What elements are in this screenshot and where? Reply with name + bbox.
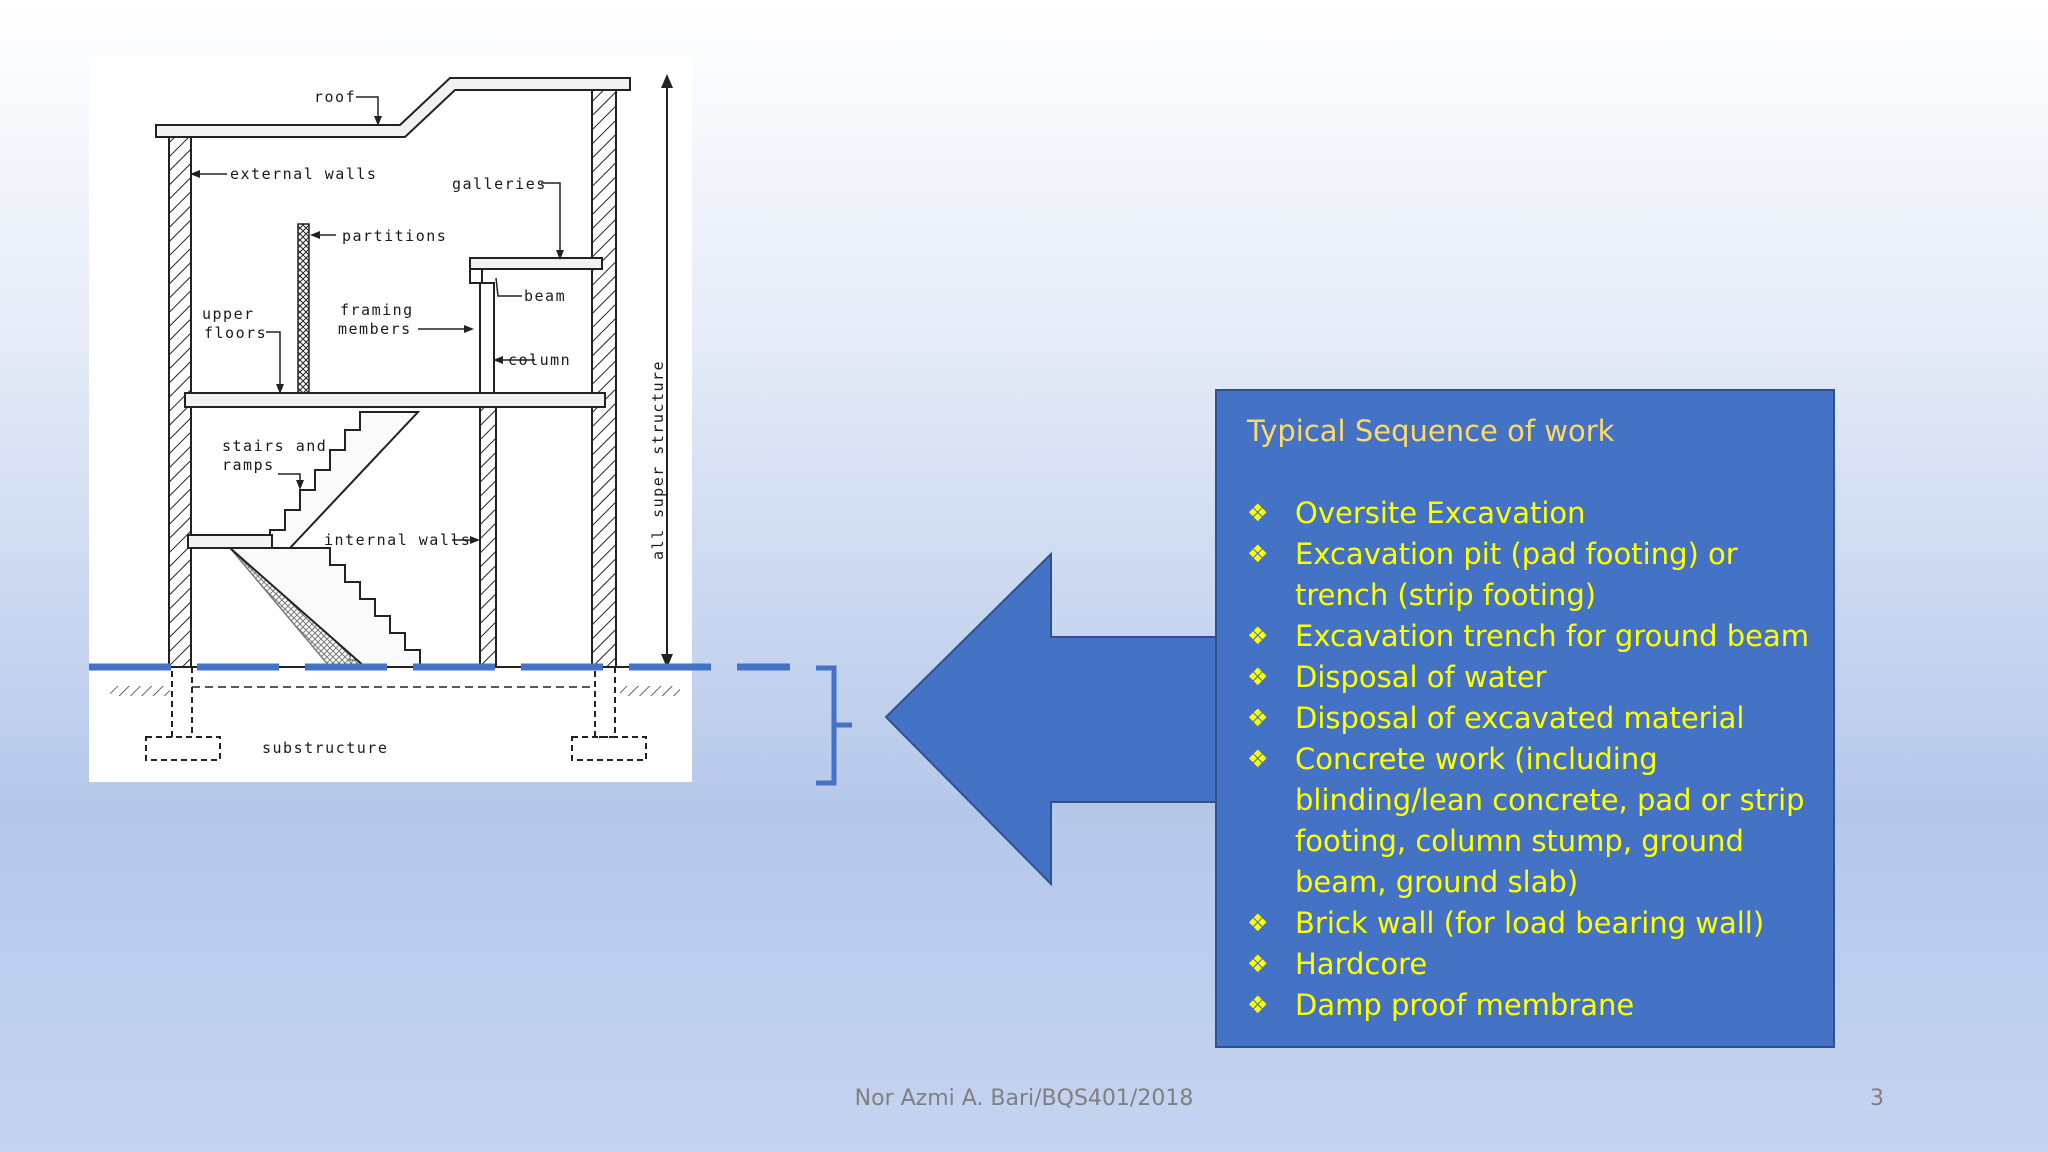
diamond-bullet-icon: ❖: [1247, 499, 1269, 527]
diamond-bullet-icon: ❖: [1247, 622, 1269, 650]
list-item: ❖ Disposal of water: [1247, 657, 1833, 698]
substructure-bracket: [816, 665, 852, 786]
diamond-bullet-icon: ❖: [1247, 663, 1269, 691]
diamond-bullet-icon: ❖: [1247, 991, 1269, 1019]
list-item-text: Brick wall (for load bearing wall): [1295, 906, 1765, 940]
label-substructure: substructure: [262, 739, 388, 757]
ground-hatch-right: [620, 686, 680, 696]
external-wall-right: [591, 89, 617, 668]
beam-shape: [469, 268, 483, 284]
label-roof: roof: [314, 88, 356, 106]
pointer-arrow: [884, 551, 1218, 887]
footer-text: Nor Azmi A. Bari/BQS401/2018: [854, 1086, 1194, 1111]
list-item-text: Excavation pit (pad footing) or trench (…: [1295, 537, 1738, 612]
list-item: ❖ Damp proof membrane: [1247, 985, 1833, 1026]
dimension-arrow-bottom: [661, 654, 673, 668]
page-number: 3: [1870, 1086, 1884, 1111]
partition: [297, 223, 310, 395]
gallery-slab: [469, 257, 603, 270]
label-stairs-1: stairs and: [222, 437, 327, 455]
diamond-bullet-icon: ❖: [1247, 704, 1269, 732]
sequence-list: ❖ Oversite Excavation ❖ Excavation pit (pa…: [1247, 493, 1833, 1026]
diamond-bullet-icon: ❖: [1247, 745, 1269, 773]
stair-landing: [187, 534, 273, 549]
label-superstructure: all super structure: [649, 360, 667, 560]
list-item-text: Concrete work (including blinding/lean c…: [1295, 742, 1805, 899]
diamond-bullet-icon: ❖: [1247, 909, 1269, 937]
label-framing-2: members: [338, 320, 412, 338]
label-framing-1: framing: [340, 301, 414, 319]
leader-arrowheads: [190, 116, 564, 544]
list-item: ❖ Excavation trench for ground beam: [1247, 616, 1833, 657]
list-item: ❖ Disposal of excavated material: [1247, 698, 1833, 739]
diamond-bullet-icon: ❖: [1247, 950, 1269, 978]
footing-left: [145, 736, 221, 761]
list-item: ❖ Brick wall (for load bearing wall): [1247, 903, 1833, 944]
label-partitions: partitions: [342, 227, 447, 245]
list-item: ❖ Hardcore: [1247, 944, 1833, 985]
upper-stair: [269, 411, 421, 549]
list-item-text: Disposal of excavated material: [1295, 701, 1745, 735]
list-item-text: Hardcore: [1295, 947, 1428, 981]
footing-right: [571, 736, 647, 761]
label-upper-floors-2: floors: [204, 324, 267, 342]
list-item-text: Oversite Excavation: [1295, 496, 1586, 530]
internal-wall: [479, 406, 497, 668]
lower-stair-steps: [227, 547, 421, 668]
diamond-bullet-icon: ❖: [1247, 540, 1269, 568]
label-upper-floors-1: upper: [202, 305, 255, 323]
label-stairs-2: ramps: [222, 456, 275, 474]
sequence-title: Typical Sequence of work: [1247, 414, 1615, 448]
list-item: ❖ Excavation pit (pad footing) or trench …: [1247, 534, 1833, 616]
label-beam: beam: [524, 287, 566, 305]
dimension-arrow-top: [661, 74, 673, 88]
list-item-text: Excavation trench for ground beam: [1295, 619, 1809, 653]
list-item-text: Damp proof membrane: [1295, 988, 1635, 1022]
label-column: column: [508, 351, 571, 369]
roof-slab: [155, 77, 631, 138]
list-item: ❖ Oversite Excavation: [1247, 493, 1833, 534]
list-item-text: Disposal of water: [1295, 660, 1547, 694]
label-internal-walls: internal walls: [324, 531, 471, 549]
ground-hatch-left: [110, 686, 170, 696]
list-item: ❖ Concrete work (including blinding/lean …: [1247, 739, 1833, 903]
label-external-walls: external walls: [230, 165, 377, 183]
upper-floor-slab: [184, 392, 606, 408]
label-galleries: galleries: [452, 175, 547, 193]
sequence-of-work-box: Typical Sequence of work ❖ Oversite Excav…: [1215, 389, 1835, 1048]
